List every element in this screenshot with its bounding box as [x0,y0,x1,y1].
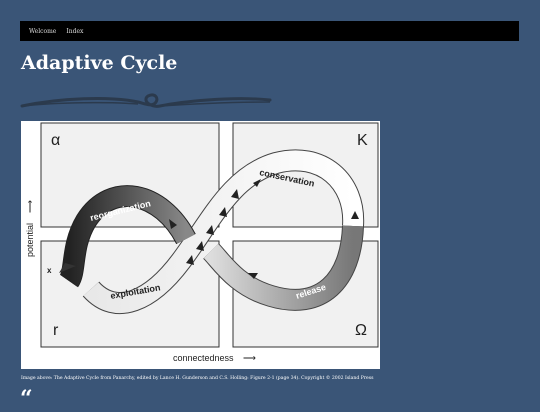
quadrant-alpha [40,122,220,228]
adaptive-cycle-diagram: α K r Ω conservation reorganization [25,122,379,363]
label-alpha: α [51,132,60,149]
adaptive-cycle-figure: α K r Ω conservation reorganization [21,121,380,369]
decorative-flourish [20,93,272,108]
reorganization-band [60,186,195,287]
x-arrow-icon [59,263,76,273]
y-axis-arrow-icon: ⟶ [25,200,35,213]
label-x: x [47,266,52,275]
label-k: K [357,132,368,149]
quote-mark-icon: “ [20,386,33,412]
label-omega: Ω [355,322,367,339]
x-axis-arrow-icon: ⟶ [243,353,256,363]
figure-caption: Image above: The Adaptive Cycle from Pan… [21,376,374,381]
page-title: Adaptive Cycle [21,52,178,74]
nav-link-index[interactable]: Index [66,27,84,35]
loop-front-band [83,150,364,314]
top-nav-bar: Welcome Index [20,21,519,41]
label-r: r [53,322,59,339]
nav-link-welcome[interactable]: Welcome [29,27,57,35]
x-axis-label: connectedness [173,353,234,363]
release-band [203,225,363,310]
y-axis-label: potential [25,223,35,257]
direction-arrows [169,179,359,279]
